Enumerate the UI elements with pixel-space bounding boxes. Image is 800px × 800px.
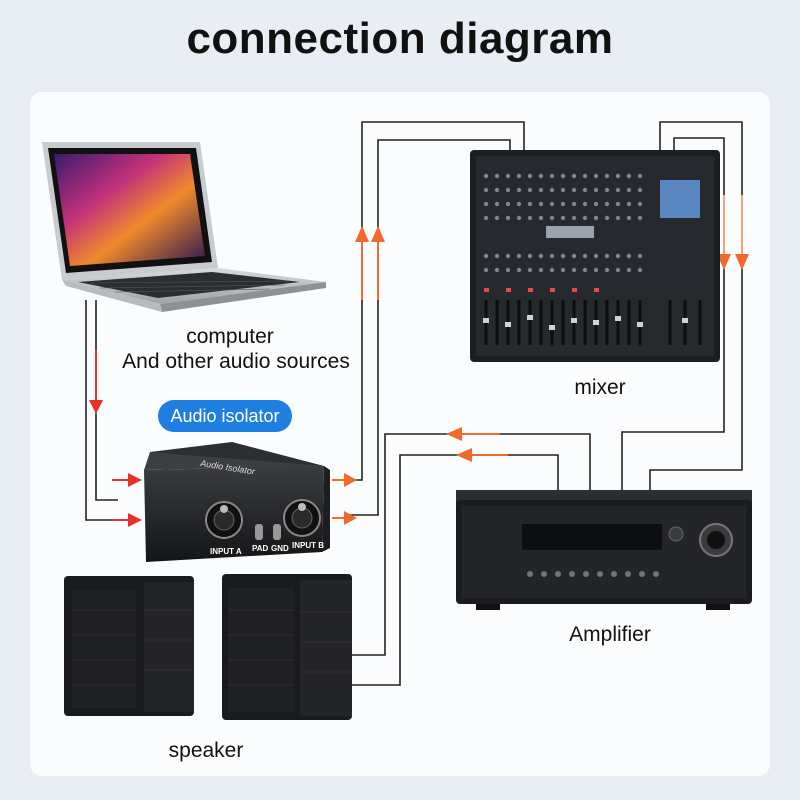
- arrow-down-red: [89, 350, 103, 414]
- gnd-label: GND: [271, 544, 289, 553]
- arrow-left-orange-2: [456, 448, 508, 462]
- mixer-knobs: [483, 173, 643, 273]
- wire-computer-to-isolator-b: [85, 300, 118, 521]
- wires: [85, 121, 743, 686]
- audio-isolator-badge: Audio isolator: [158, 400, 292, 432]
- diagram-title: connection diagram: [186, 14, 614, 63]
- input-b-label: INPUT B: [292, 541, 324, 550]
- computer-label: computer: [186, 325, 274, 348]
- mixer-label: mixer: [574, 376, 626, 399]
- laptop-computer: [42, 142, 326, 312]
- arrow-left-orange-1: [446, 427, 500, 441]
- wire-mixer-to-amp-2: [621, 137, 725, 500]
- computer-sub-label: And other audio sources: [122, 350, 350, 373]
- speaker-label: speaker: [168, 739, 244, 762]
- input-a-label: INPUT A: [210, 547, 242, 556]
- arrow-down-orange-2: [735, 195, 749, 270]
- arrow-right-red-1: [112, 473, 142, 487]
- speaker-right: [222, 574, 352, 720]
- pad-label: PAD: [252, 544, 269, 553]
- speaker-left: [64, 576, 194, 716]
- arrow-down-orange-1: [717, 195, 731, 270]
- arrow-up-orange-2: [371, 226, 385, 300]
- arrow-right-orange-1: [332, 473, 357, 487]
- mixer-device: [470, 150, 720, 362]
- arrow-up-orange-1: [355, 226, 369, 300]
- wire-amp-to-speaker-1: [352, 433, 591, 656]
- amplifier-label: Amplifier: [569, 623, 651, 646]
- wire-amp-to-speaker-2: [352, 454, 559, 686]
- arrow-right-red-2: [112, 513, 142, 527]
- arrow-right-orange-2: [332, 511, 357, 525]
- amplifier-device: [456, 490, 752, 610]
- audio-isolator-device: INPUT A PAD GND INPUT B Audio Isolator: [144, 442, 330, 562]
- wire-mixer-to-amp-1: [649, 121, 743, 500]
- wire-isolator-to-mixer-2: [345, 139, 511, 516]
- arrows: [89, 195, 749, 527]
